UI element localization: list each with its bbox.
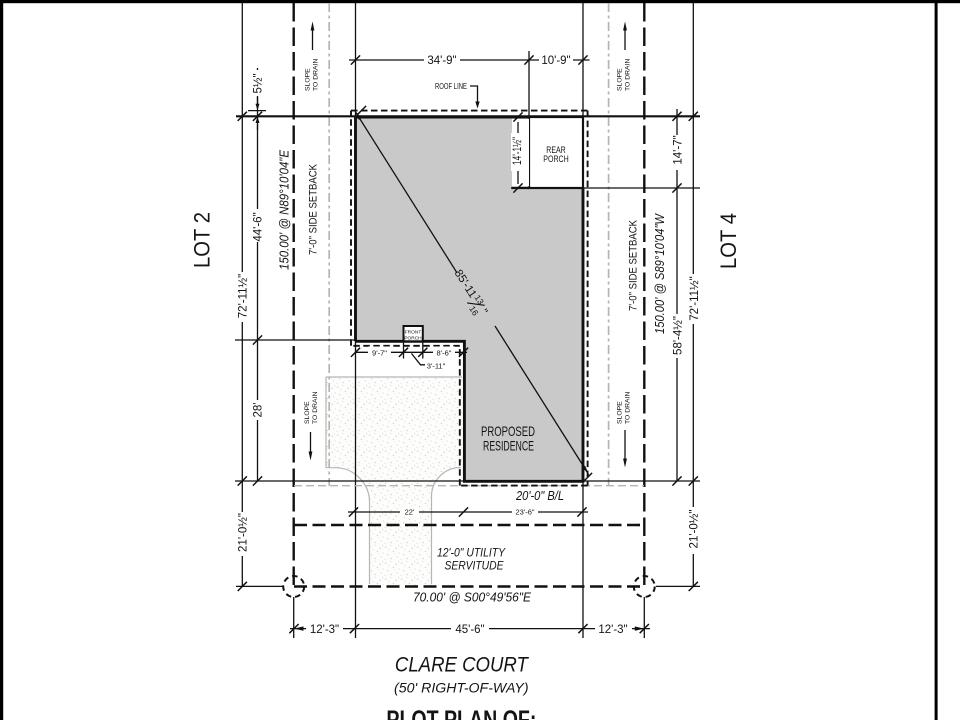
svg-text:14'-1½": 14'-1½" xyxy=(512,137,524,165)
svg-text:12'-0" UTILITY: 12'-0" UTILITY xyxy=(437,546,506,560)
svg-text:14'-7": 14'-7" xyxy=(673,135,685,164)
svg-text:70.00' @ S00°49'56"E: 70.00' @ S00°49'56"E xyxy=(413,590,531,605)
svg-text:21'-0½": 21'-0½" xyxy=(238,513,250,552)
svg-text:21'-0½": 21'-0½" xyxy=(689,510,701,549)
svg-text:34'-9": 34'-9" xyxy=(427,55,456,67)
svg-text:RESIDENCE: RESIDENCE xyxy=(483,439,534,454)
svg-text:72'-11½": 72'-11½" xyxy=(238,274,250,318)
svg-text:8'-6": 8'-6" xyxy=(437,349,452,358)
svg-text:7'-0" SIDE SETBACK: 7'-0" SIDE SETBACK xyxy=(628,219,640,311)
svg-text:PORCH: PORCH xyxy=(404,335,422,341)
svg-text:SLOPE: SLOPE xyxy=(617,401,624,424)
svg-text:PLOT PLAN OF:: PLOT PLAN OF: xyxy=(386,706,536,720)
svg-text:LOT 4: LOT 4 xyxy=(716,213,741,269)
svg-text:PROPOSED: PROPOSED xyxy=(481,424,535,439)
svg-text:TO DRAIN: TO DRAIN xyxy=(313,59,320,91)
svg-text:CLARE COURT: CLARE COURT xyxy=(395,654,530,677)
svg-text:PORCH: PORCH xyxy=(543,154,569,165)
svg-text:150.00' @ N89°10'04"E: 150.00' @ N89°10'04"E xyxy=(278,149,292,270)
svg-text:9'-7": 9'-7" xyxy=(372,349,387,358)
svg-text:10'-9": 10'-9" xyxy=(541,55,570,67)
svg-text:22': 22' xyxy=(405,508,415,517)
svg-text:12'-3": 12'-3" xyxy=(310,624,339,636)
svg-text:SLOPE: SLOPE xyxy=(617,68,624,91)
svg-text:(50' RIGHT-OF-WAY): (50' RIGHT-OF-WAY) xyxy=(394,679,529,695)
svg-text:SERVITUDE: SERVITUDE xyxy=(445,559,505,573)
svg-text:": " xyxy=(477,307,489,317)
svg-text:ROOF LINE: ROOF LINE xyxy=(435,81,467,91)
svg-text:44'-6": 44'-6" xyxy=(253,212,265,241)
svg-text:5½": 5½" xyxy=(253,73,265,93)
svg-text:3'-11": 3'-11" xyxy=(427,362,446,371)
svg-text:SLOPE: SLOPE xyxy=(305,68,312,91)
svg-text:20'-0" B/L: 20'-0" B/L xyxy=(515,488,564,503)
svg-text:FRONT: FRONT xyxy=(405,329,422,335)
svg-text:12'-3": 12'-3" xyxy=(598,624,627,636)
svg-text:72'-11½": 72'-11½" xyxy=(689,276,701,320)
svg-text:150.00' @ S89°10'04"W: 150.00' @ S89°10'04"W xyxy=(653,213,667,334)
svg-text:TO DRAIN: TO DRAIN xyxy=(312,392,319,424)
svg-text:45'-6": 45'-6" xyxy=(455,624,484,636)
svg-text:LOT 2: LOT 2 xyxy=(190,212,215,268)
svg-text:TO DRAIN: TO DRAIN xyxy=(625,59,632,91)
svg-text:REAR: REAR xyxy=(546,145,566,156)
svg-text:TO DRAIN: TO DRAIN xyxy=(625,392,632,424)
svg-text:SLOPE: SLOPE xyxy=(304,401,311,424)
svg-text:7'-0" SIDE SETBACK: 7'-0" SIDE SETBACK xyxy=(308,163,320,255)
svg-text:28': 28' xyxy=(253,403,265,418)
svg-text:23'-6": 23'-6" xyxy=(515,508,534,517)
svg-text:58'-4½": 58'-4½" xyxy=(673,316,685,355)
